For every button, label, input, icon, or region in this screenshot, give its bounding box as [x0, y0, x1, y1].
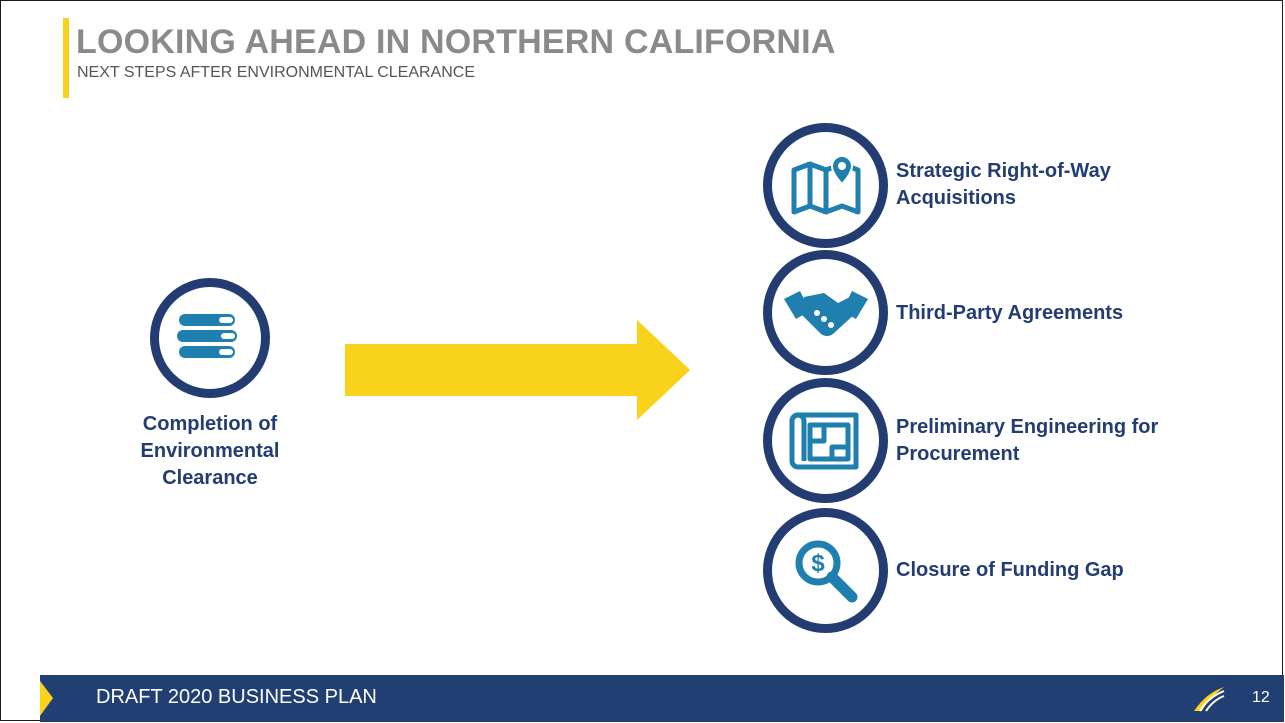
handshake-circle: [763, 250, 888, 375]
handshake-icon: [783, 290, 868, 336]
footer-chevron-icon: [40, 681, 53, 716]
preliminary-engineering-label-line: Procurement: [896, 443, 1020, 465]
third-party-label: Third-Party Agreements: [896, 300, 1123, 327]
completion-label-line: Environmental: [140, 440, 280, 462]
strategic-row-label: Strategic Right-of-Way Acquisitions: [896, 158, 1111, 212]
slide-subtitle: NEXT STEPS AFTER ENVIRONMENTAL CLEARANCE: [77, 64, 476, 81]
title-accent-bar: [63, 18, 69, 98]
blueprint-icon: [789, 412, 858, 469]
slide-title: LOOKING AHEAD IN NORTHERN CALIFORNIA: [76, 23, 836, 61]
arrow-body: [345, 320, 690, 420]
strategic-row-label-line: Strategic Right-of-Way: [896, 160, 1111, 182]
books-circle: [150, 278, 270, 398]
funding-gap-label-line: Closure of Funding Gap: [896, 559, 1124, 581]
preliminary-engineering-label-line: Preliminary Engineering for: [896, 416, 1159, 438]
footer-title: DRAFT 2020 BUSINESS PLAN: [96, 686, 377, 708]
map-circle: [763, 123, 888, 248]
map-icon: [791, 154, 860, 214]
magnifier-dollar-icon: $: [795, 540, 857, 602]
rail-logo-icon: [1194, 687, 1225, 712]
funding-gap-label: Closure of Funding Gap: [896, 557, 1124, 584]
completion-label: Completion of Environmental Clearance: [110, 411, 310, 492]
completion-label-line: Clearance: [162, 467, 258, 489]
svg-text:$: $: [811, 550, 825, 577]
strategic-row-label-line: Acquisitions: [896, 187, 1017, 209]
third-party-label-line: Third-Party Agreements: [896, 302, 1124, 324]
books-icon: [177, 314, 237, 358]
preliminary-engineering-label: Preliminary Engineering for Procurement: [896, 414, 1158, 468]
footer-bar: DRAFT 2020 BUSINESS PLAN 12: [40, 675, 1284, 722]
blueprint-circle: [763, 378, 888, 503]
page-number: 12: [1252, 689, 1270, 706]
funding-circle: $: [763, 508, 888, 633]
completion-label-line: Completion of: [142, 413, 278, 435]
